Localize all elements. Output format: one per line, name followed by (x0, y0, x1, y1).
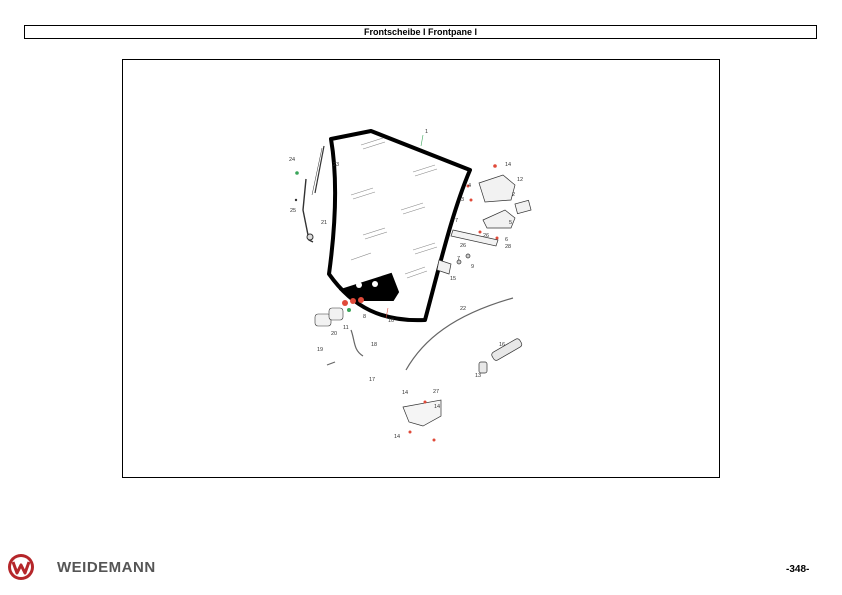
callout-number: 14 (394, 434, 400, 440)
wiper-motor-parts (436, 164, 532, 275)
callout-number: 26 (483, 233, 489, 239)
callout-number: 14 (434, 404, 440, 410)
callout-number: 20 (331, 331, 337, 337)
washer-pump (478, 338, 523, 374)
mounting-plate (402, 399, 442, 442)
weidemann-logo-icon (8, 554, 34, 580)
callout-number: 24 (289, 157, 295, 163)
callout-number: 14 (402, 390, 408, 396)
callout-number: 4 (468, 183, 471, 189)
callout-number: 27 (433, 389, 439, 395)
callout-number: 9 (471, 264, 474, 270)
callout-number: 17 (369, 377, 375, 383)
callout-number: 15 (450, 276, 456, 282)
callout-number: 8 (363, 314, 366, 320)
wiper-assembly (294, 145, 325, 243)
callout-number: 7 (457, 256, 460, 262)
callout-number: 11 (343, 325, 349, 331)
callout-number: 18 (371, 342, 377, 348)
washer-hose (326, 297, 514, 371)
page-title: Frontscheibe I Frontpane I (24, 25, 817, 39)
callout-number: 23 (333, 162, 339, 168)
callout-number: 14 (505, 162, 511, 168)
callout-number: 26 (460, 243, 466, 249)
mounting-fittings (314, 297, 389, 327)
callout-number: 25 (290, 208, 296, 214)
callout-number: 3 (461, 197, 464, 203)
callout-number: 5 (509, 220, 512, 226)
callout-number: 7 (455, 218, 458, 224)
callout-number: 22 (460, 306, 466, 312)
page-number: -348- (786, 564, 810, 575)
callout-number: 6 (505, 237, 508, 243)
callout-number: 21 (321, 220, 327, 226)
brand-name: WEIDEMANN (57, 559, 156, 576)
windshield-pane (327, 129, 472, 323)
callout-number: 19 (317, 347, 323, 353)
callout-number: 12 (517, 177, 523, 183)
callout-number: 16 (499, 342, 505, 348)
callout-number: 13 (475, 373, 481, 379)
callout-number: 1 (425, 129, 428, 135)
callout-number: 28 (505, 244, 511, 250)
callout-number: 10 (388, 318, 394, 324)
callout-number: 2 (512, 192, 515, 198)
